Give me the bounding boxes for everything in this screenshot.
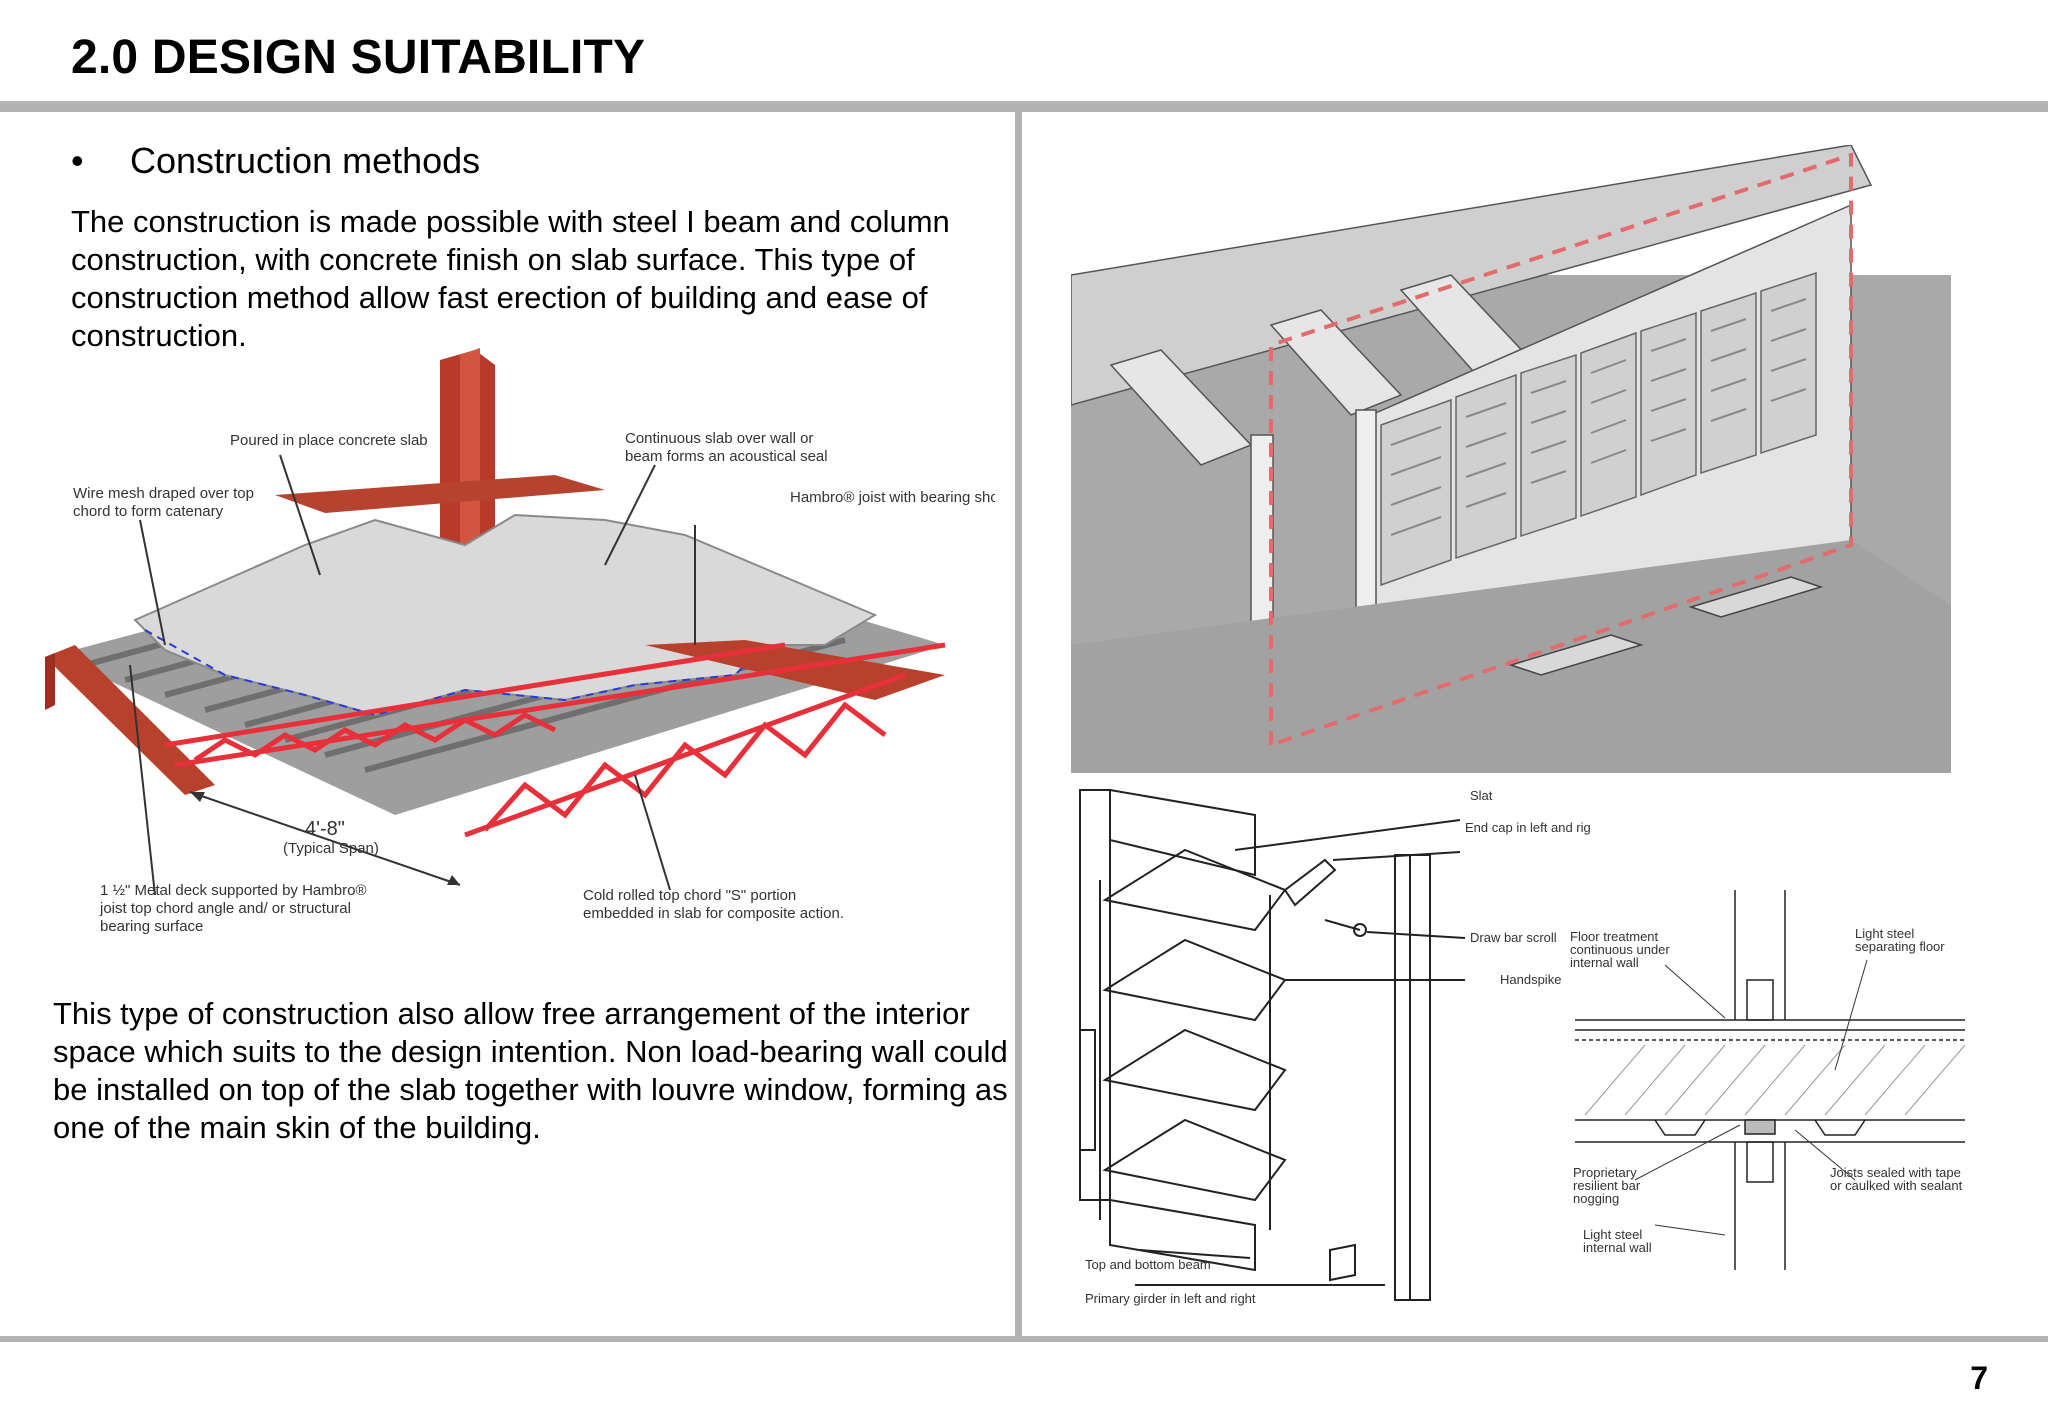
label-wire-mesh-2: chord to form catenary [73, 503, 224, 520]
louvre-slat [1102, 848, 1287, 932]
hambro-joist [164, 642, 946, 838]
vertical-divider [1015, 112, 1022, 1338]
handspike [1079, 1029, 1096, 1151]
steel-beam-left [45, 645, 215, 795]
steel-beam-back [275, 475, 605, 513]
louvre-top-beam [1109, 788, 1256, 877]
resilient-bar [1654, 1119, 1866, 1136]
label-wire-mesh-1: Wire mesh draped over top [73, 485, 254, 502]
label-light-steel-floor-1: Light steel [1855, 926, 1914, 941]
label-continuous-slab-2: beam forms an acoustical seal [625, 448, 828, 465]
label-span: 4'-8" [305, 818, 345, 840]
floor-wall-section-diagram: Floor treatment continuous under interna… [1570, 890, 1966, 1270]
label-slat: Slat [1470, 788, 1493, 803]
label-top-chord-2: embedded in slab for composite action. [583, 905, 844, 922]
label-joists-sealed-2: or caulked with sealant [1830, 1178, 1963, 1193]
wire-mesh [144, 629, 766, 717]
page-number: 7 [1970, 1360, 1988, 1396]
label-hambro-joist: Hambro® joist with bearing shoe [790, 489, 995, 506]
primary-girder [1394, 854, 1431, 1301]
label-floor-treatment-2: continuous under [1570, 942, 1670, 957]
label-resilient-bar-3: nogging [1573, 1191, 1619, 1206]
label-primary-girder: Primary girder in left and right [1085, 1291, 1256, 1306]
ceiling-slab [1071, 145, 1873, 406]
label-poured-slab: Poured in place concrete slab [230, 432, 428, 449]
paragraph-construction-method: The construction is made possible with s… [71, 204, 950, 353]
bottom-divider [0, 1336, 2048, 1342]
top-divider [0, 101, 2048, 112]
label-top-bottom-beam: Top and bottom beam [1085, 1257, 1211, 1272]
label-internal-wall-2: internal wall [1583, 1240, 1652, 1255]
label-metal-deck-2: joist top chord angle and/ or structural [99, 900, 351, 917]
label-continuous-slab-1: Continuous slab over wall or [625, 430, 813, 447]
label-resilient-bar-2: resilient bar [1573, 1178, 1641, 1193]
bullet-heading: • Construction methods [71, 140, 480, 182]
label-handspike: Handspike [1500, 972, 1561, 987]
label-light-steel-floor-2: separating floor [1855, 939, 1945, 954]
label-draw-bar: Draw bar scroll [1470, 930, 1557, 945]
floor-hatching [1584, 1044, 1966, 1116]
benches [1508, 576, 1824, 676]
louvre-bottom-beam [1109, 1198, 1256, 1272]
louvre-wall-render [1071, 145, 1951, 773]
label-joists-sealed-1: Joists sealed with tape [1830, 1165, 1961, 1180]
highlight-outline [1269, 152, 1853, 748]
page-title: 2.0 DESIGN SUITABILITY [71, 31, 646, 84]
label-metal-deck-3: bearing surface [100, 918, 203, 935]
louvre-panels [1380, 271, 1817, 587]
louvre-window-diagram: Slat End cap in left and rig Draw bar sc… [1079, 788, 1591, 1306]
paragraph-interior-arrangement: This type of construction also allow fre… [53, 996, 1008, 1145]
label-metal-deck-1: 1 ½" Metal deck supported by Hambro® [100, 882, 367, 899]
label-resilient-bar-1: Proprietary [1573, 1165, 1637, 1180]
span-dimension-line [189, 791, 461, 886]
steel-joist-slab-illustration: Poured in place concrete slab Continuous… [45, 348, 995, 935]
end-cap [1283, 858, 1337, 907]
label-internal-wall-1: Light steel [1583, 1227, 1642, 1242]
label-typical-span: (Typical Span) [283, 840, 379, 857]
label-top-chord-1: Cold rolled top chord "S" portion [583, 887, 796, 904]
label-floor-treatment-3: internal wall [1570, 955, 1639, 970]
label-end-cap: End cap in left and rig [1465, 820, 1591, 835]
bullet-heading-text: Construction methods [130, 140, 481, 181]
bullet-marker: • [71, 140, 84, 181]
label-floor-treatment-1: Floor treatment [1570, 929, 1659, 944]
